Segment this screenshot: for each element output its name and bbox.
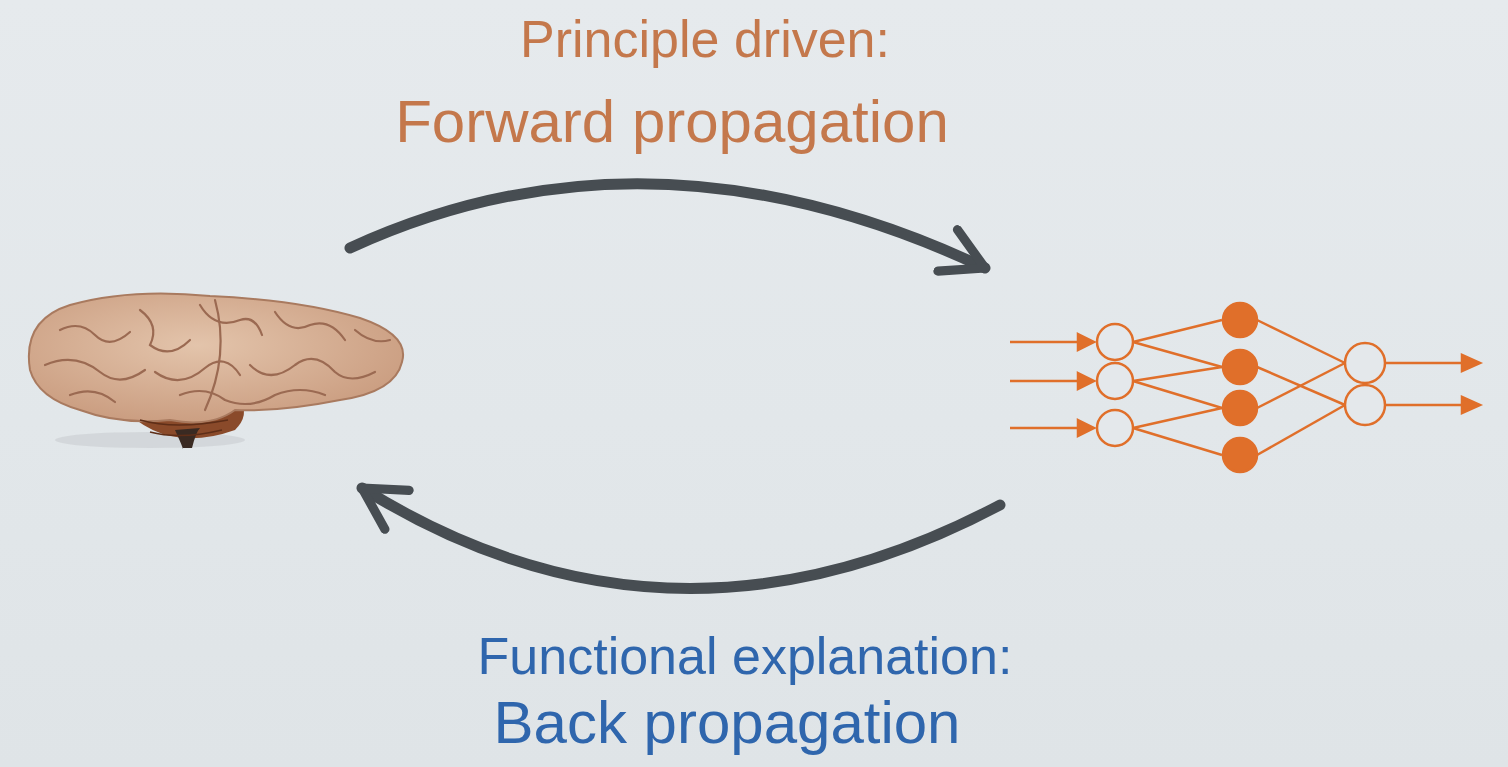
heading-orange: Forward propagation bbox=[395, 86, 949, 158]
heading-blue: Functional explanation: bbox=[478, 624, 1013, 688]
neural-network-icon bbox=[1010, 303, 1480, 472]
heading-blue: Back propagation bbox=[494, 688, 961, 758]
brain-illustration bbox=[29, 293, 403, 448]
back-arrow bbox=[362, 488, 1000, 588]
heading-orange: Principle driven: bbox=[520, 6, 890, 72]
forward-arrow bbox=[350, 184, 985, 268]
